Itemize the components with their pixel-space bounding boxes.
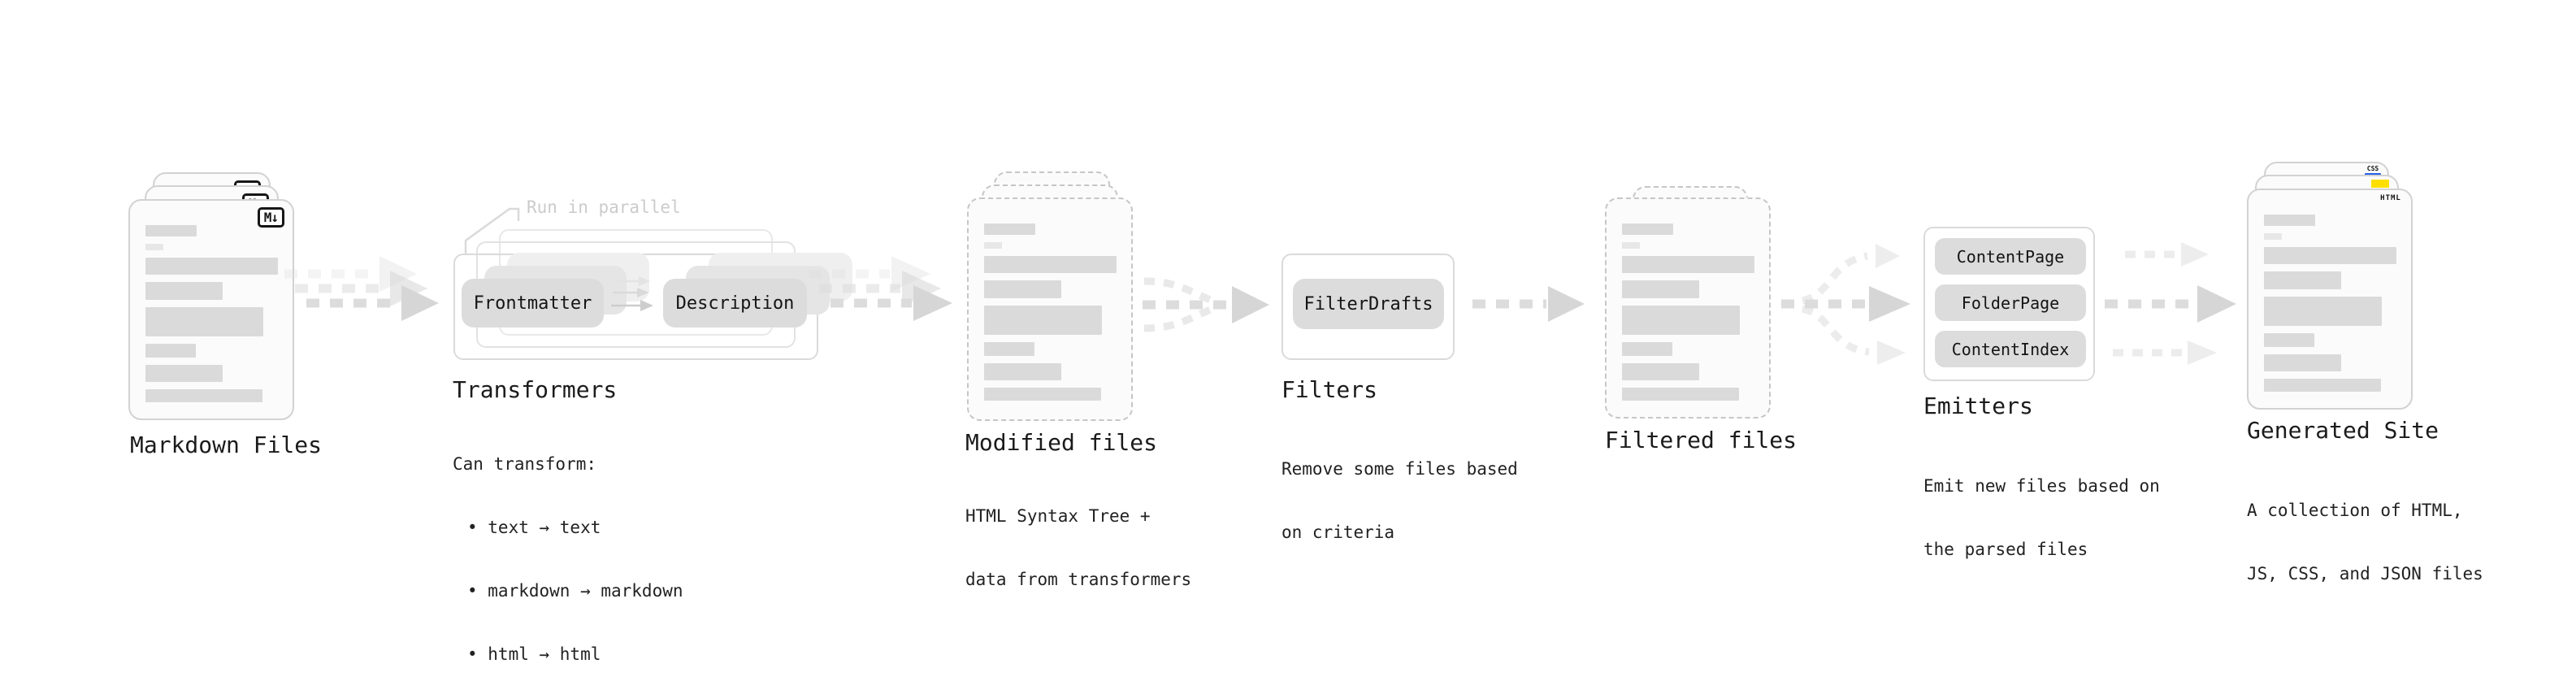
arrow-modified-to-filters <box>1143 277 1269 332</box>
filters-description: Remove some files based on criteria <box>1281 416 1518 585</box>
desc-line: on criteria <box>1281 523 1395 542</box>
desc-line: A collection of HTML, <box>2247 501 2463 520</box>
filterdrafts-chip: FilterDrafts <box>1293 279 1444 329</box>
css-icon-label: CSS <box>2366 165 2379 172</box>
document-text-placeholder <box>984 223 1117 401</box>
generated-site-description: A collection of HTML, JS, CSS, and JSON … <box>2247 458 2483 627</box>
arrow-filters-to-filtered <box>1472 286 1585 322</box>
generated-site-title: Generated Site <box>2247 417 2439 444</box>
transformers-description: Can transform: • text → text • markdown … <box>453 411 683 681</box>
filters-title: Filters <box>1281 376 1378 403</box>
javascript-icon <box>2371 180 2389 188</box>
document-text-placeholder <box>1622 223 1754 401</box>
html5-icon-label: HTML <box>2380 194 2401 202</box>
transformers-bullet: • text → text <box>467 518 601 537</box>
emitters-description: Emit new files based on the parsed files <box>1923 433 2160 602</box>
transformers-desc-heading: Can transform: <box>453 454 597 474</box>
html-file-card: HTML 5 <box>2247 189 2413 410</box>
frontmatter-chip: Frontmatter <box>462 279 604 327</box>
desc-line: JS, CSS, and JSON files <box>2247 564 2483 583</box>
arrow-markdown-to-transformers <box>284 256 439 321</box>
modified-files-description: HTML Syntax Tree + data from transformer… <box>965 463 1191 632</box>
document-text-placeholder <box>145 225 278 402</box>
transformers-bullet: • html → html <box>467 644 601 664</box>
run-in-parallel-annotation: Run in parallel <box>527 197 681 217</box>
filtered-files-title: Filtered files <box>1605 427 1798 453</box>
filtered-file-card-front <box>1605 197 1771 419</box>
desc-line: HTML Syntax Tree + <box>965 506 1151 526</box>
desc-line: Remove some files based <box>1281 459 1518 479</box>
contentpage-chip: ContentPage <box>1935 238 2086 275</box>
transformers-title: Transformers <box>453 376 618 403</box>
arrow-emitters-to-generated <box>2105 242 2236 365</box>
modified-files-title: Modified files <box>965 429 1158 456</box>
transformers-bullet: • markdown → markdown <box>467 581 683 601</box>
emitters-title: Emitters <box>1923 393 2033 419</box>
desc-line: Emit new files based on <box>1923 476 2160 496</box>
markdown-file-card-front: M↓ <box>128 199 294 420</box>
html5-icon: HTML 5 <box>2380 194 2401 219</box>
arrow-filtered-to-emitters <box>1781 244 1910 365</box>
desc-line: data from transformers <box>965 570 1192 589</box>
markdown-files-title: Markdown Files <box>130 432 323 458</box>
markdown-icon: M↓ <box>257 207 284 228</box>
modified-file-card-front <box>967 197 1133 421</box>
desc-line: the parsed files <box>1923 540 2088 559</box>
description-chip: Description <box>663 279 807 327</box>
document-text-placeholder <box>2264 215 2396 392</box>
contentindex-chip: ContentIndex <box>1935 331 2086 367</box>
folderpage-chip: FolderPage <box>1935 284 2086 321</box>
